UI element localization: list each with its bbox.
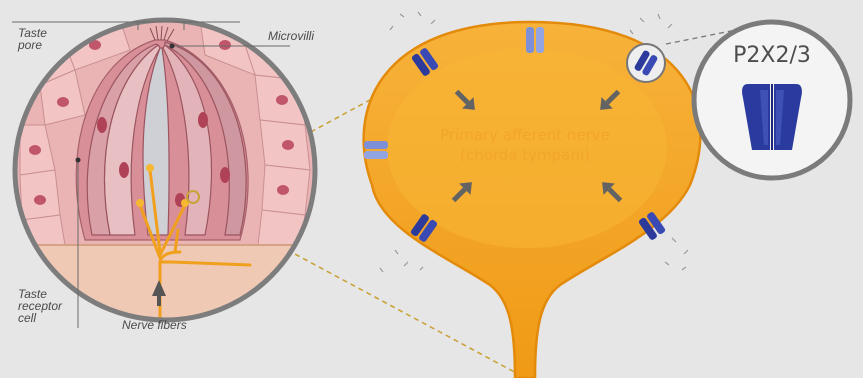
p2x-channel-icon	[742, 84, 802, 150]
nerve-fibers-label: Nerve fibers	[122, 319, 187, 331]
microvilli-label: Microvilli	[268, 30, 314, 42]
nerve-title-line2: (chorda tympani)	[460, 146, 590, 164]
nerve-title-line1: Primary afferent nerve	[440, 126, 610, 144]
nerve-title: Primary afferent nerve (chorda tympani)	[415, 125, 635, 165]
receptor-name: P2X2/3	[712, 44, 832, 68]
